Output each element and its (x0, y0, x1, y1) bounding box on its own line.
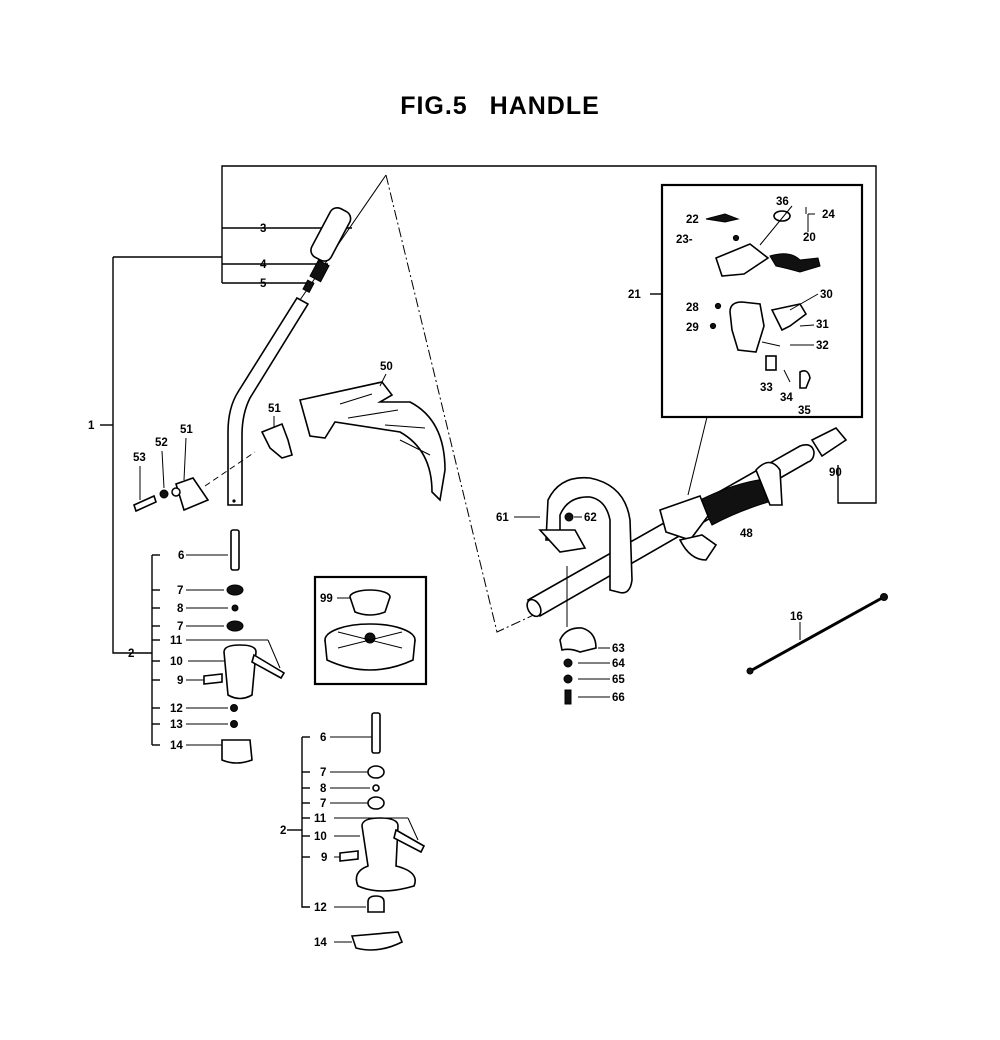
label-28: 28 (686, 302, 699, 314)
label-12b: 12 (314, 902, 327, 914)
label-33: 33 (760, 382, 773, 394)
label-51b: 51 (268, 403, 281, 415)
label-29: 29 (686, 322, 699, 334)
label-2: 2 (128, 648, 134, 660)
label-8b: 8 (320, 783, 327, 795)
label-6: 6 (178, 550, 184, 562)
bolt-stack-lower (287, 712, 426, 951)
label-99: 99 (320, 593, 333, 605)
label-30: 30 (820, 289, 833, 301)
throttle-inset (650, 183, 864, 496)
label-21: 21 (628, 289, 641, 301)
label-10b: 10 (314, 831, 327, 843)
main-shaft-right (526, 427, 848, 618)
assembly-frame (100, 165, 877, 654)
label-9b: 9 (321, 852, 327, 864)
label-53: 53 (133, 452, 146, 464)
label-23: 23- (676, 234, 693, 246)
label-8: 8 (177, 603, 184, 615)
label-24: 24 (822, 209, 835, 221)
label-65: 65 (612, 674, 625, 686)
label-36: 36 (776, 196, 789, 208)
part-number-labels: 1 2 3 4 5 6 7 8 7 11 10 9 12 13 14 51 51… (88, 196, 842, 949)
throttle-cable (746, 593, 888, 675)
label-12: 12 (170, 703, 183, 715)
label-7b: 7 (177, 621, 183, 633)
figure-title: FIG.5 HANDLE (400, 92, 600, 120)
label-90: 90 (829, 467, 842, 479)
label-7d: 7 (320, 798, 326, 810)
label-66: 66 (612, 692, 625, 704)
guard-assembly (133, 381, 446, 513)
spool-inset (313, 575, 428, 686)
label-31: 31 (816, 319, 829, 331)
label-22: 22 (686, 214, 699, 226)
label-61: 61 (496, 512, 509, 524)
label-62: 62 (584, 512, 597, 524)
label-5: 5 (260, 278, 267, 290)
label-50: 50 (380, 361, 393, 373)
label-11b: 11 (314, 813, 327, 825)
label-63: 63 (612, 643, 625, 655)
label-14: 14 (170, 740, 183, 752)
label-64: 64 (612, 658, 625, 670)
label-52: 52 (155, 437, 168, 449)
label-32: 32 (816, 340, 829, 352)
label-11: 11 (170, 635, 183, 647)
bolt-stack-left (151, 529, 286, 764)
label-35: 35 (798, 405, 811, 417)
label-14b: 14 (314, 937, 327, 949)
label-10: 10 (170, 656, 183, 668)
label-34: 34 (780, 392, 793, 404)
label-2b: 2 (280, 825, 286, 837)
label-13: 13 (170, 719, 183, 731)
label-7c: 7 (320, 767, 326, 779)
label-9: 9 (177, 675, 183, 687)
shaft-tube (227, 207, 352, 506)
label-20: 20 (803, 232, 816, 244)
label-48: 48 (740, 528, 753, 540)
label-51a: 51 (180, 424, 193, 436)
label-3: 3 (260, 223, 266, 235)
label-6b: 6 (320, 732, 326, 744)
label-1: 1 (88, 420, 95, 432)
label-16: 16 (790, 611, 803, 623)
label-7a: 7 (177, 585, 183, 597)
handle-parts-63-66 (559, 566, 610, 705)
label-4: 4 (260, 259, 267, 271)
